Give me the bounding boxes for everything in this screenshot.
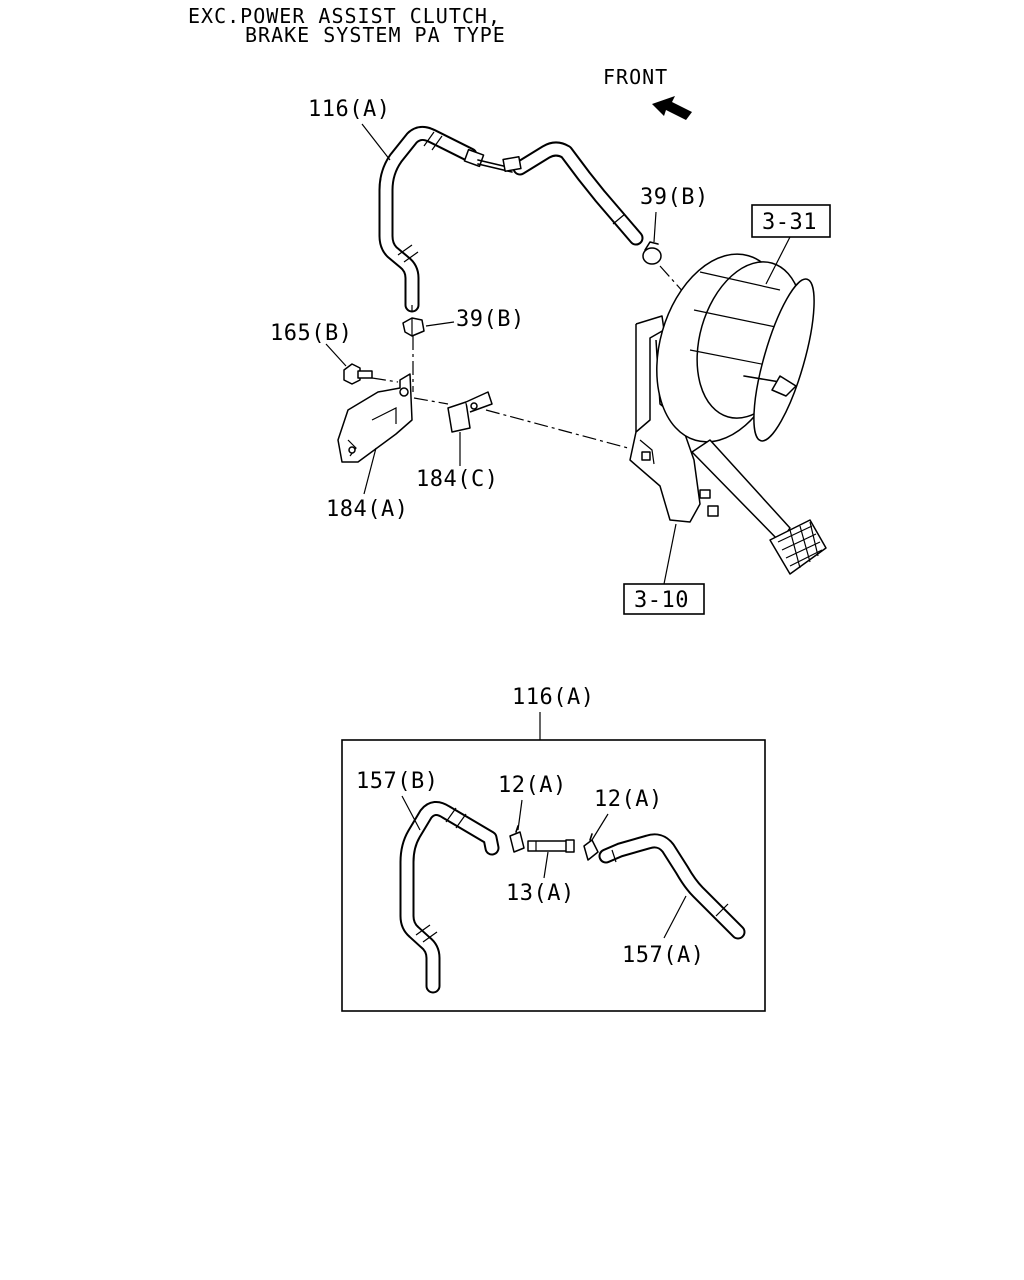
callout-39b-upper: 39(B)	[640, 185, 709, 210]
hose-157a[interactable]	[598, 833, 746, 940]
callout-12a-right: 12(A)	[594, 787, 663, 812]
callout-184a: 184(A)	[326, 497, 408, 522]
joint-pipe-13a[interactable]	[527, 839, 575, 853]
clip-39b-lower[interactable]	[402, 317, 425, 337]
detail-frame	[341, 739, 766, 1012]
detail-title-116a: 116(A)	[512, 685, 594, 710]
bolt-165b[interactable]	[343, 363, 373, 385]
brake-booster-pedal-assembly[interactable]	[629, 239, 827, 575]
header-line-2: BRAKE SYSTEM PA TYPE	[245, 23, 506, 47]
ref-box-3-31[interactable]: 3-31	[751, 204, 831, 238]
callout-157a: 157(A)	[622, 943, 704, 968]
callout-184c: 184(C)	[416, 467, 498, 492]
clamp-12a-right[interactable]	[583, 833, 599, 861]
clip-39b-upper[interactable]	[642, 241, 662, 265]
callout-116a: 116(A)	[308, 97, 390, 122]
front-label: FRONT	[603, 65, 668, 89]
hose-157b[interactable]	[399, 801, 500, 994]
bracket-184a[interactable]	[337, 373, 413, 463]
hose-assembly-116a[interactable]	[378, 125, 644, 313]
bracket-184c[interactable]	[447, 391, 493, 433]
header-line-1: EXC.POWER ASSIST CLUTCH,	[188, 4, 501, 28]
clamp-12a-left[interactable]	[509, 825, 525, 853]
ref-3-10-label: 3-10	[634, 588, 689, 613]
callout-12a-left: 12(A)	[498, 773, 567, 798]
ref-box-3-10[interactable]: 3-10	[623, 583, 705, 615]
callout-165b: 165(B)	[270, 321, 352, 346]
ref-3-31-label: 3-31	[762, 210, 817, 235]
front-arrow-icon	[652, 96, 692, 120]
callout-13a: 13(A)	[506, 881, 575, 906]
callout-39b-lower: 39(B)	[456, 307, 525, 332]
callout-157b: 157(B)	[356, 769, 438, 794]
